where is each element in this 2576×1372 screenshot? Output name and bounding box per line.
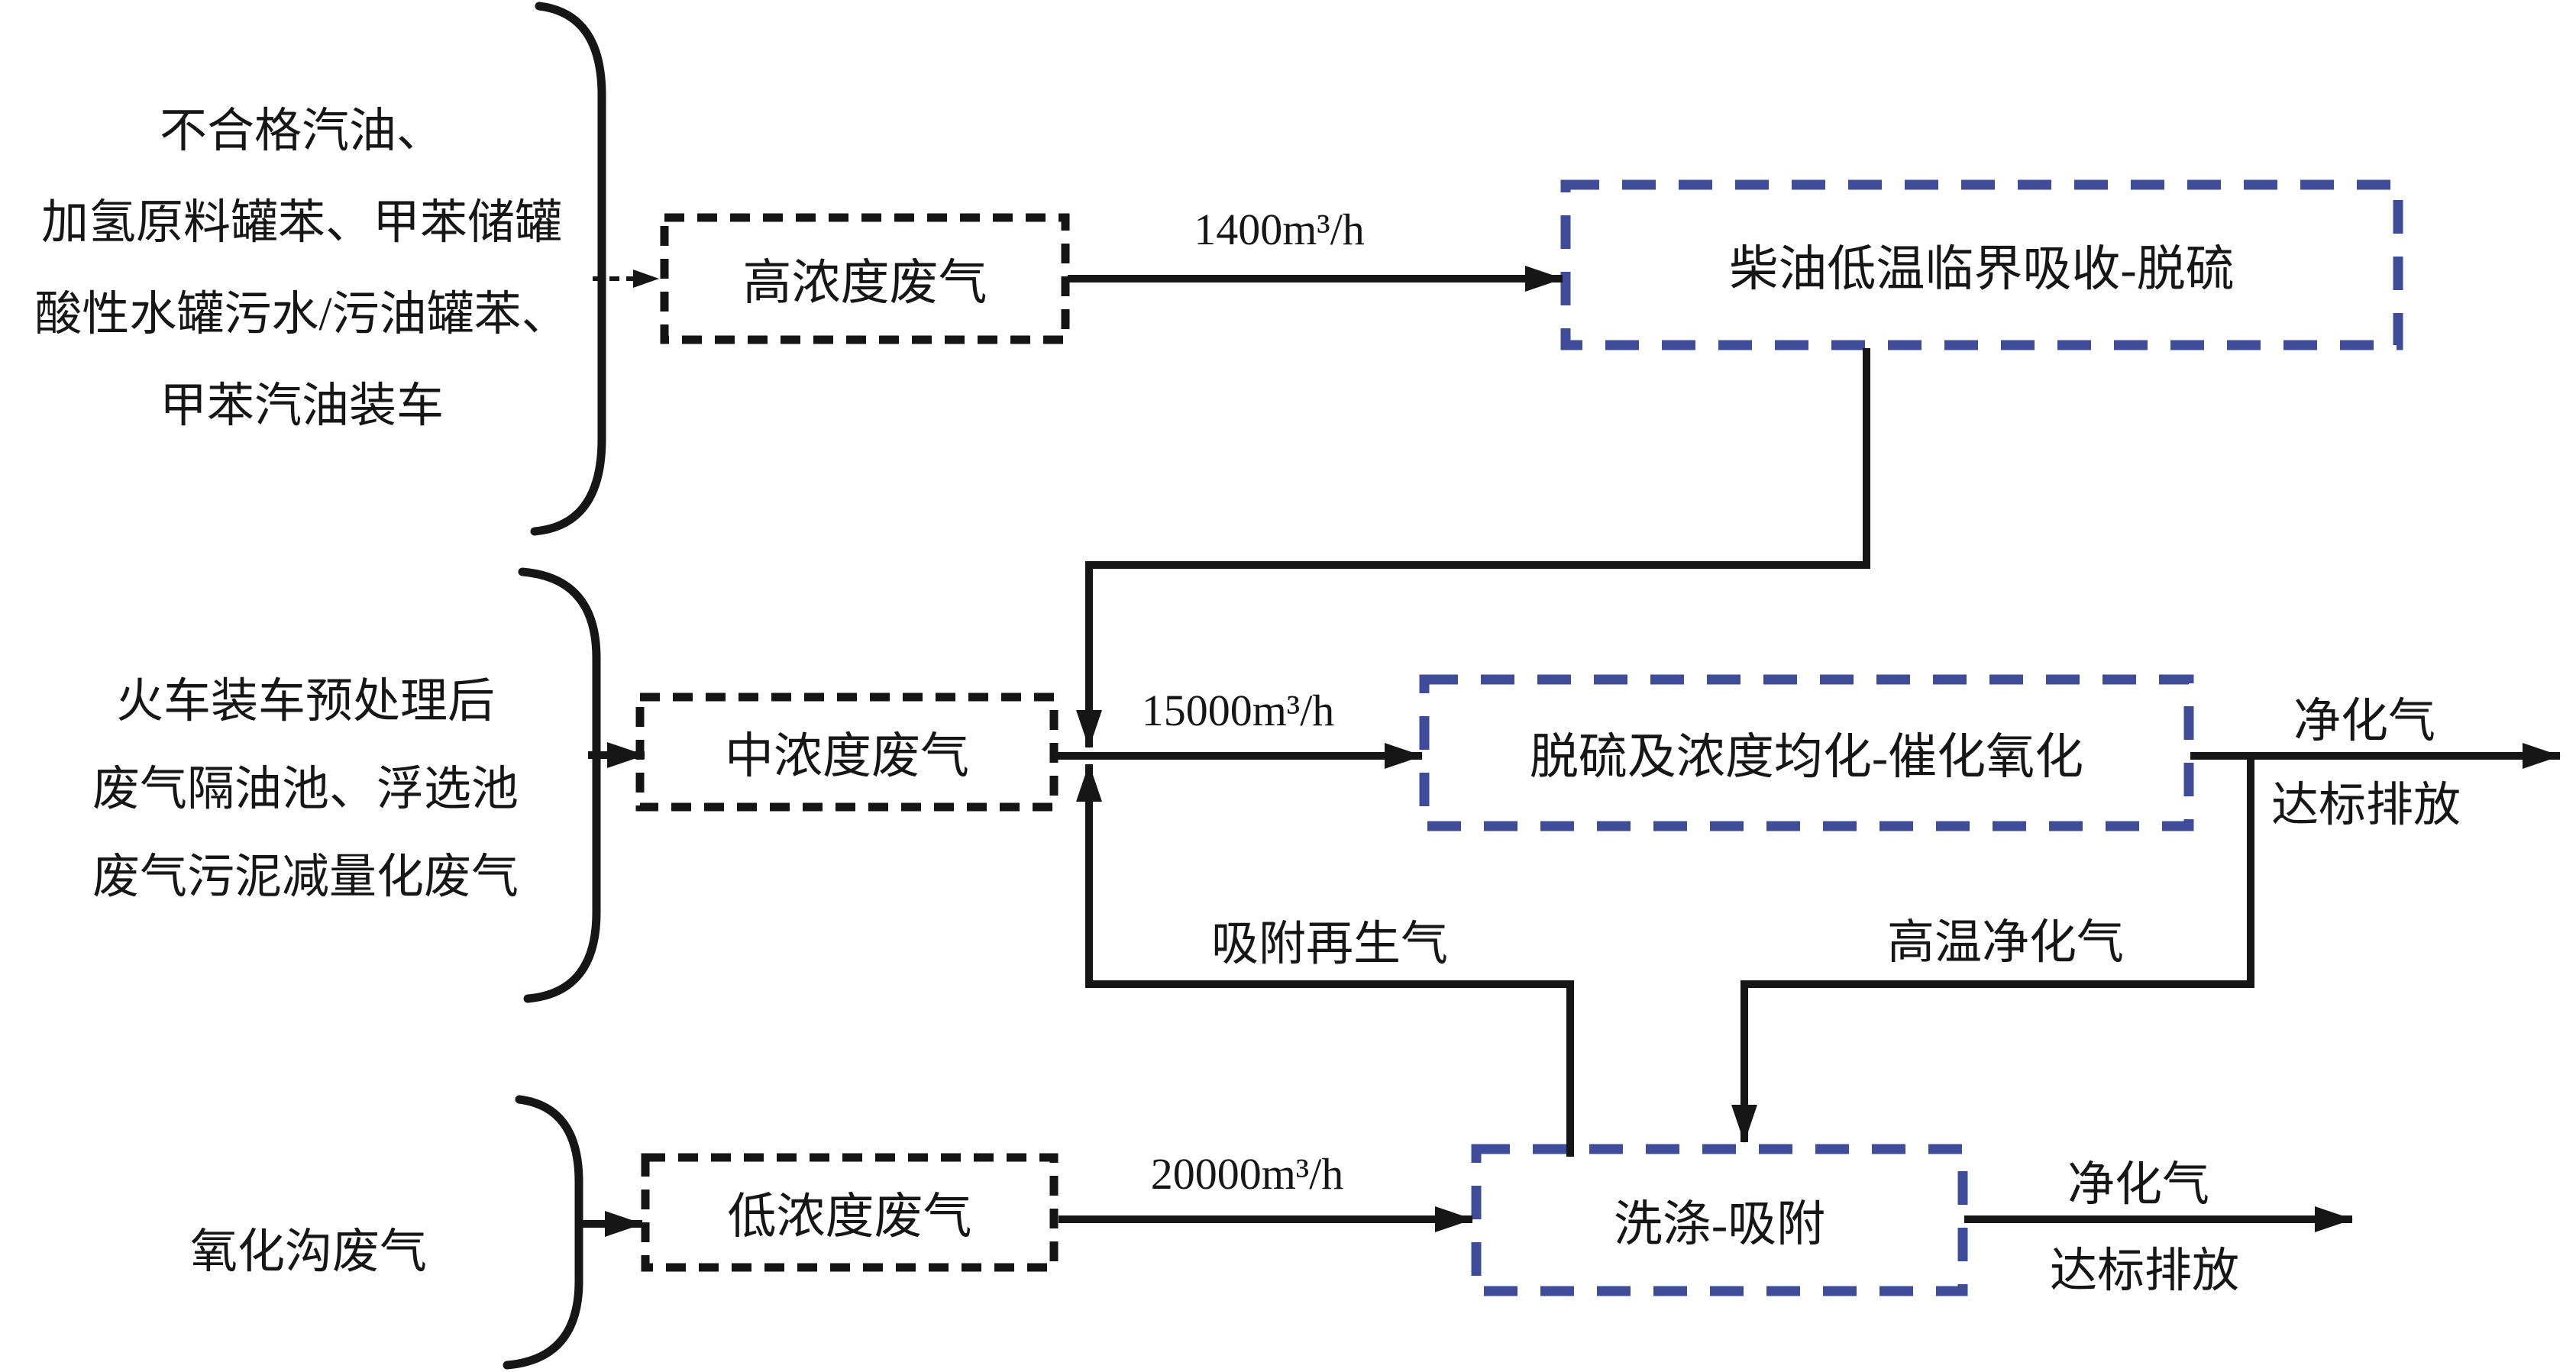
source2-line3: 废气污泥减量化废气 — [92, 851, 519, 903]
source2-line1: 火车装车预处理后 — [115, 676, 495, 728]
brace-source-group-1 — [530, 2, 606, 536]
label-diesel-absorption-desulfurization: 柴油低温临界吸收-脱硫 — [1729, 242, 2235, 296]
label-rate-20000: 20000m³/h — [1150, 1148, 1344, 1199]
source1-line3: 酸性水罐污水/污油罐苯、 — [34, 289, 569, 341]
box-low-concentration — [641, 1153, 1059, 1272]
source3-line1: 氧化沟废气 — [189, 1226, 427, 1278]
source-group-1-text: 不合格汽油、 加氢原料罐苯、甲苯储罐 酸性水罐污水/污油罐苯、 甲苯汽油装车 — [19, 86, 584, 452]
line-hot-clean-gas-to-wash — [1731, 757, 2254, 1143]
label-clean-gas-low: 净化气 — [2067, 1159, 2209, 1211]
source1-line4: 甲苯汽油装车 — [159, 380, 444, 432]
source1-line1: 不合格汽油、 — [159, 105, 444, 157]
label-rate-1400: 1400m³/h — [1194, 204, 1365, 254]
brace-source-group-3 — [503, 1095, 583, 1370]
label-rate-15000: 15000m³/h — [1141, 685, 1335, 735]
source-group-3-text: 氧化沟废气 — [79, 1209, 538, 1296]
label-discharge-standard-low: 达标排放 — [2049, 1245, 2239, 1297]
source2-line2: 废气隔油池、浮选池 — [92, 763, 519, 815]
label-discharge-standard-mid: 达标排放 — [2271, 780, 2461, 831]
brace-source-group-2 — [518, 567, 601, 1003]
label-washing-adsorption: 洗涤-吸附 — [1613, 1197, 1826, 1251]
box-diesel-absorption-desulfurization — [1560, 179, 2403, 350]
source-group-2-text: 火车装车预处理后 废气隔油池、浮选池 废气污泥减量化废气 — [31, 658, 580, 922]
label-desulfurization-catalytic-oxidation: 脱硫及浓度均化-催化氧化 — [1529, 730, 2084, 784]
label-mid-concentration: 中浓度废气 — [725, 729, 969, 783]
line-regen-gas-wash-to-junction — [1076, 763, 1574, 1157]
source1-line2: 加氢原料罐苯、甲苯储罐 — [40, 197, 562, 249]
label-low-concentration: 低浓度废气 — [727, 1190, 972, 1244]
label-hot-clean-gas: 高温净化气 — [1886, 917, 2124, 969]
label-high-concentration: 高浓度废气 — [742, 256, 987, 310]
label-clean-gas-mid: 净化气 — [2293, 696, 2435, 747]
box-high-concentration — [660, 213, 1070, 344]
box-washing-adsorption — [1471, 1144, 1968, 1296]
line-diesel-to-mid-junction — [1076, 348, 1870, 748]
label-adsorption-regen-gas: 吸附再生气 — [1210, 918, 1448, 970]
